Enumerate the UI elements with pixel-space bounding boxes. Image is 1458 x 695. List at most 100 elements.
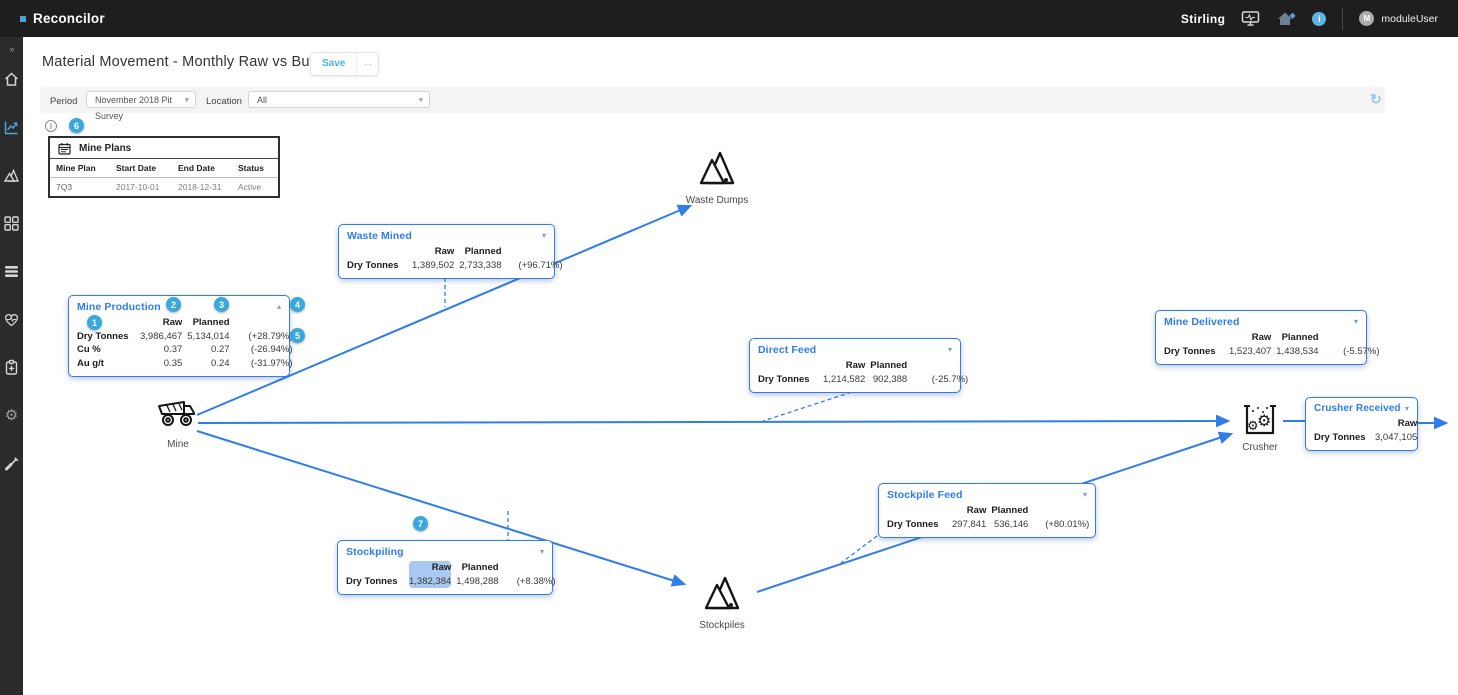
step-badge-2[interactable]: 2: [166, 297, 181, 312]
brand-name: Reconcilor: [33, 11, 105, 26]
expand-icon[interactable]: ▾: [1353, 317, 1358, 326]
node-waste-dumps[interactable]: Waste Dumps: [675, 150, 759, 206]
step-badge-7[interactable]: 7: [413, 516, 428, 531]
expand-icon[interactable]: ▾: [947, 345, 952, 354]
metric-label: Dry Tonnes: [1164, 345, 1216, 357]
screwdriver-icon: [5, 457, 19, 471]
edge-mine-wastedumps: [196, 204, 693, 416]
metric-label: Dry Tonnes: [1314, 431, 1366, 443]
raw-column-highlight[interactable]: Raw: [409, 561, 452, 575]
sidebar-item-stockpiles[interactable]: [3, 167, 20, 184]
period-select[interactable]: November 2018 Pit Survey ▼: [86, 91, 196, 121]
avatar: M: [1359, 11, 1375, 26]
save-button-group: Save ...: [310, 52, 380, 76]
clipboard-plus-icon: [5, 359, 18, 375]
node-label: Crusher: [1242, 442, 1278, 453]
card-title: Waste Mined: [347, 230, 412, 242]
edge-mine-stockpiles: [196, 430, 687, 587]
metric-label: Au g/t: [77, 357, 104, 369]
expand-icon[interactable]: ▾: [541, 231, 546, 240]
sidebar: »: [0, 37, 23, 695]
metric-label: Cu %: [77, 344, 101, 355]
user-name: moduleUser: [1381, 12, 1438, 25]
metric-label: Dry Tonnes: [887, 518, 939, 530]
mine-plans-table: Mine Plans Mine Plan Start Date End Date…: [48, 136, 280, 198]
home-add-icon[interactable]: [1277, 11, 1296, 26]
card-title: Stockpiling: [346, 546, 404, 558]
gear-icon: ⚙: [4, 407, 19, 424]
sidebar-item-home[interactable]: [3, 71, 20, 88]
connector-stockpile-feed: [840, 535, 878, 564]
calendar-icon: [58, 143, 71, 155]
raw-value-highlight[interactable]: 1,382,384: [409, 574, 452, 588]
node-mine[interactable]: Mine: [136, 398, 220, 450]
site-name: Stirling: [1180, 11, 1226, 26]
card-crusher-received: Crusher Received ▾ Raw Dry Tonnes 3,047,…: [1305, 397, 1418, 451]
crusher-icon: ⚙ ⚙: [1244, 405, 1276, 435]
topbar: Reconcilor Stirling i: [0, 0, 1458, 37]
sidebar-item-tasks[interactable]: [3, 359, 20, 376]
list-bars-icon: [5, 266, 18, 277]
period-label: Period: [50, 96, 78, 107]
filter-bar: Period November 2018 Pit Survey ▼ Locati…: [40, 87, 1385, 121]
node-label: Mine: [167, 439, 189, 450]
step-badge-6[interactable]: 6: [69, 118, 84, 133]
mine-plans-row[interactable]: 7Q3 2017-10-01 2018-12-31 Active: [56, 182, 262, 192]
node-crusher[interactable]: ⚙ ⚙ Crusher: [1218, 397, 1302, 453]
more-options-button[interactable]: ...: [357, 53, 379, 75]
home-icon: [4, 72, 19, 86]
line-chart-icon: [4, 121, 18, 135]
card-stockpiling: Stockpiling ▾ Raw Planned Dry Tonnes 1,3…: [337, 540, 556, 595]
heart-pulse-icon: [5, 313, 18, 327]
node-stockpiles[interactable]: Stockpiles: [680, 575, 764, 631]
expand-icon[interactable]: ▾: [1404, 403, 1409, 413]
info-icon[interactable]: i: [1312, 11, 1327, 26]
diagram-info-icon[interactable]: i: [45, 120, 57, 132]
topbar-divider: [1342, 7, 1344, 30]
mine-plans-column-headers: Mine Plan Start Date End Date Status: [56, 163, 264, 173]
waste-dumps-icon: [699, 151, 735, 185]
step-badge-1[interactable]: 1: [87, 315, 102, 330]
card-title: Mine Delivered: [1164, 316, 1240, 328]
metric-label: Dry Tonnes: [77, 330, 129, 342]
chevron-down-icon: ▼: [417, 97, 424, 104]
card-title: Stockpile Feed: [887, 489, 963, 501]
topbar-right: Stirling i M moduleUser: [1180, 7, 1438, 30]
card-waste-mined: Waste Mined ▾ Raw Planned Dry Tonnes 1,3…: [338, 224, 563, 279]
system-monitor-icon[interactable]: [1241, 11, 1261, 26]
expand-icon[interactable]: ▾: [539, 547, 544, 556]
grid-icon: [4, 216, 19, 231]
edge-mine-crusher: [197, 414, 1231, 428]
metric-label: Dry Tonnes: [347, 259, 399, 271]
sidebar-item-lists[interactable]: [3, 263, 20, 280]
sidebar-item-health[interactable]: [3, 311, 20, 328]
sidebar-item-modules[interactable]: [3, 215, 20, 232]
step-badge-5[interactable]: 5: [290, 328, 305, 343]
svg-text:⚙: ⚙: [1257, 411, 1271, 430]
metric-label: Dry Tonnes: [758, 373, 810, 385]
card-mine-delivered: Mine Delivered ▾ Raw Planned Dry Tonnes …: [1155, 310, 1380, 365]
node-label: Waste Dumps: [685, 195, 749, 206]
step-badge-3[interactable]: 3: [214, 297, 229, 312]
collapse-icon[interactable]: ▴: [276, 302, 281, 311]
chevron-down-icon: ▼: [183, 97, 190, 104]
sidebar-item-reports-active[interactable]: [3, 119, 20, 136]
mine-plans-title: Mine Plans: [79, 143, 132, 154]
card-title: Direct Feed: [758, 344, 817, 356]
expand-icon[interactable]: ▾: [1082, 490, 1087, 499]
sidebar-item-settings[interactable]: ⚙: [5, 407, 18, 424]
step-badge-4[interactable]: 4: [290, 297, 305, 312]
card-title: Crusher Received: [1314, 403, 1401, 414]
refresh-icon[interactable]: ↻: [1370, 91, 1382, 107]
sidebar-item-tools[interactable]: [3, 455, 20, 472]
user-menu[interactable]: M moduleUser: [1359, 11, 1438, 26]
dump-truck-icon: [158, 401, 195, 426]
connector-direct-feed: [762, 389, 859, 422]
brand-logo-square: [20, 15, 26, 22]
sidebar-expand-icon[interactable]: »: [9, 44, 14, 54]
location-select[interactable]: All ▼: [248, 91, 430, 108]
card-direct-feed: Direct Feed ▾ Raw Planned Dry Tonnes 1,2…: [749, 338, 968, 393]
save-button[interactable]: Save: [311, 53, 358, 75]
page-title: Material Movement - Monthly Raw vs Budge…: [42, 54, 339, 70]
